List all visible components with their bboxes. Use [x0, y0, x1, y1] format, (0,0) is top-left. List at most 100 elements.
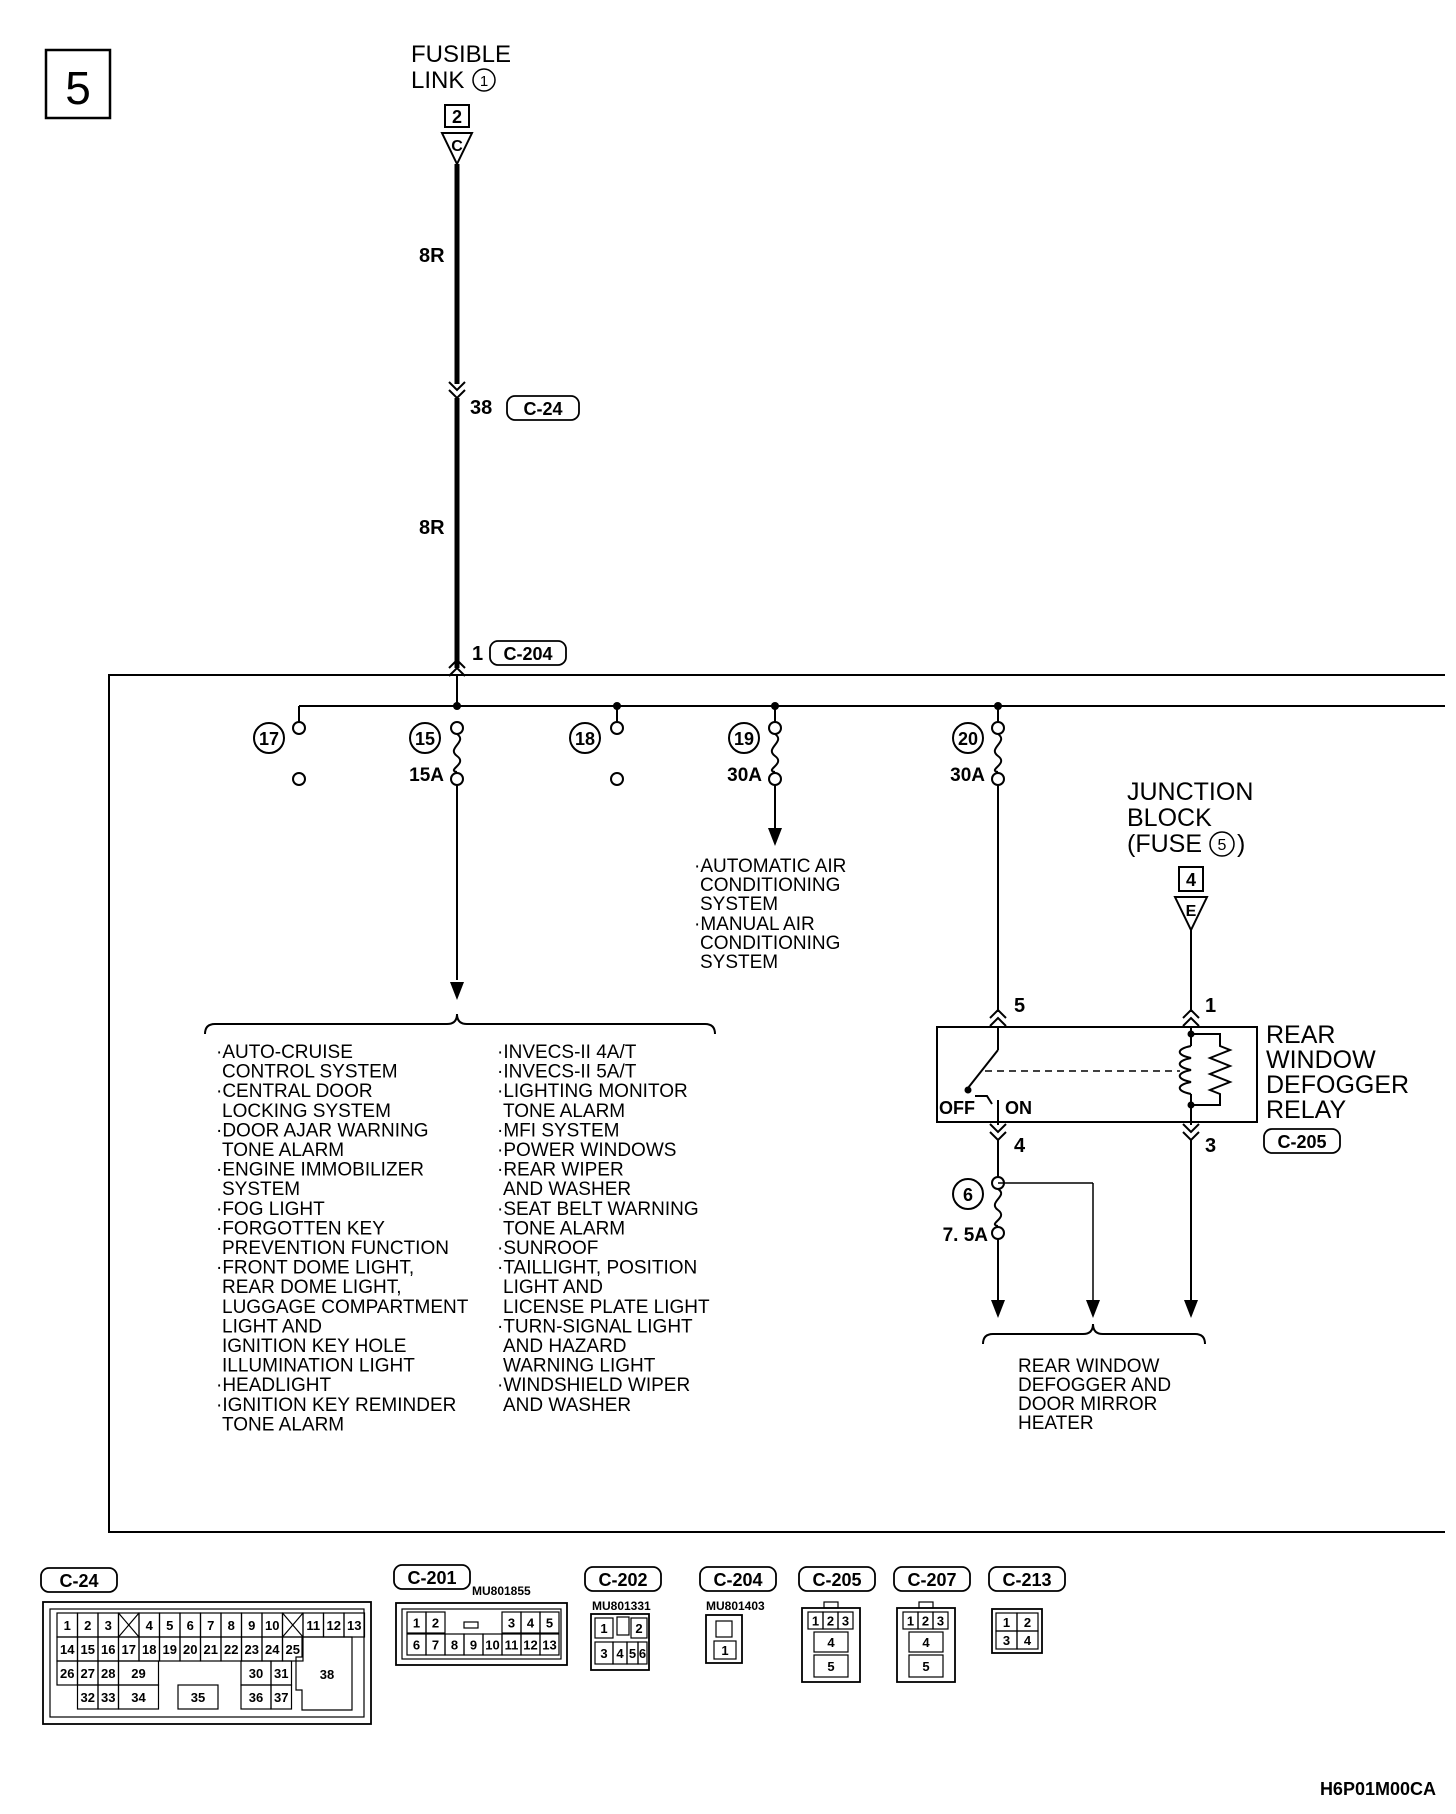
pin-number: 10: [485, 1638, 499, 1653]
ac-system-line: ·AUTOMATIC AIR: [694, 856, 846, 877]
ac-system-line: SYSTEM: [700, 952, 778, 973]
junction-block-title-2: BLOCK: [1127, 804, 1212, 832]
system-item: ·AUTO-CRUISE: [216, 1042, 353, 1063]
system-item: TONE ALARM: [503, 1101, 625, 1122]
ac-system-list: ·AUTOMATIC AIR CONDITIONING SYSTEM ·MANU…: [694, 856, 846, 973]
pin-cell: [539, 1611, 560, 1634]
pin-number: 33: [101, 1690, 115, 1705]
fuse-6-terminal-bottom: [991, 1226, 1005, 1240]
pin-cell: [1016, 1630, 1039, 1650]
pin-number: 18: [142, 1642, 156, 1657]
heater-line: DEFOGGER AND: [1018, 1375, 1171, 1396]
pin-number: 3: [105, 1618, 112, 1633]
pin-number: 7: [432, 1638, 439, 1653]
fuse-19-terminal-top: [768, 721, 782, 735]
fuse-20-element: [993, 733, 1003, 773]
pin-number: 38: [320, 1667, 334, 1682]
pin-number: 28: [101, 1666, 115, 1681]
relay-connector: C-205: [1277, 1132, 1326, 1152]
pin-number: 12: [523, 1638, 537, 1653]
pin-number: 1: [64, 1618, 71, 1633]
heater-arrow-icon: [1184, 1300, 1198, 1318]
system-item: ·FOG LIGHT: [216, 1199, 325, 1220]
heater-arrow-icon: [1086, 1300, 1100, 1318]
pin-number: 34: [131, 1690, 146, 1705]
relay-on-label: ON: [1005, 1098, 1032, 1118]
fuse-17-terminal-bottom: [292, 772, 306, 786]
system-item: TONE ALARM: [503, 1218, 625, 1239]
system-item: ·IGNITION KEY REMINDER: [216, 1395, 456, 1416]
blank-pin-cross-icon: [282, 1612, 304, 1638]
system-item: ·FRONT DOME LIGHT,: [216, 1258, 414, 1279]
system-item: CONTROL SYSTEM: [222, 1062, 398, 1083]
pin-number: 30: [249, 1666, 263, 1681]
pin-number: 23: [245, 1642, 259, 1657]
pin-number: 24: [265, 1642, 280, 1657]
pin-number: 26: [60, 1666, 74, 1681]
pin-number: 3: [508, 1616, 515, 1631]
connector-c204-label-box: [699, 1566, 777, 1592]
connector-c201-part: MU801855: [472, 1584, 531, 1598]
page-number-box: [44, 48, 112, 120]
fuse-18-number-circle: [569, 722, 601, 754]
pin-number: 25: [286, 1642, 300, 1657]
fusible-link-connector-letter: C: [451, 138, 463, 155]
system-item: ·DOOR AJAR WARNING: [216, 1120, 429, 1141]
system-item: ·TAILLIGHT, POSITION: [497, 1258, 697, 1279]
relay-name-3: DEFOGGER: [1266, 1071, 1409, 1099]
system-item: TONE ALARM: [222, 1140, 344, 1161]
fuse-15-rating: 15A: [409, 765, 444, 786]
pin-number: 13: [347, 1618, 361, 1633]
pin-number: 9: [248, 1618, 255, 1633]
relay-name-1: REAR: [1266, 1021, 1335, 1049]
system-item: LOCKING SYSTEM: [222, 1101, 391, 1122]
fuse-19-number-circle: [728, 722, 760, 754]
relay-connector-box: [1263, 1128, 1341, 1154]
fusible-link-terminal: 2: [452, 107, 462, 127]
relay-pin1-chevron-icon: [1182, 1008, 1200, 1027]
system-item: TONE ALARM: [222, 1414, 344, 1435]
pin-number: 5: [922, 1659, 929, 1674]
fuse-20-rating: 30A: [950, 765, 985, 786]
system-item: ·TURN-SIGNAL LIGHT: [497, 1316, 693, 1337]
system-item: IGNITION KEY HOLE: [222, 1336, 406, 1357]
pin-number: 11: [505, 1638, 519, 1653]
relay-pin-5: 5: [1014, 995, 1025, 1017]
pin-number: 6: [639, 1646, 646, 1661]
connector-c201-label-box: [393, 1564, 471, 1590]
pin-number: 21: [204, 1642, 218, 1657]
relay-pin4-chevron-icon: [989, 1123, 1007, 1142]
fuse-15-number-circle: [409, 722, 441, 754]
fuse-19-arrow-icon: [768, 828, 782, 846]
pin-number: 17: [122, 1642, 136, 1657]
system-item: ·MFI SYSTEM: [497, 1120, 619, 1141]
heater-line: HEATER: [1018, 1413, 1094, 1434]
systems-list-col2: ·INVECS-II 4A/T·INVECS-II 5A/T·LIGHTING …: [497, 1042, 710, 1416]
pin-cell: [630, 1617, 648, 1639]
system-item: LICENSE PLATE LIGHT: [503, 1297, 710, 1318]
pin-number: 4: [146, 1618, 154, 1633]
system-item: ·POWER WINDOWS: [497, 1140, 676, 1161]
relay-coil-icon: [1178, 1045, 1192, 1095]
pin-number: 1: [1003, 1615, 1010, 1630]
relay-box: [936, 1026, 1258, 1123]
fuse-15-terminal-top: [450, 721, 464, 735]
c204-chevron-icon: [448, 658, 466, 677]
ac-system-line: CONDITIONING: [700, 875, 840, 896]
pin-number: 22: [224, 1642, 238, 1657]
relay-pin-4: 4: [1014, 1135, 1026, 1157]
junction-block-title-1: JUNCTION: [1127, 778, 1253, 806]
pin-cell: [932, 1611, 949, 1630]
relay-switch-blade: [967, 1049, 999, 1089]
fuse-20-number: 20: [958, 729, 978, 749]
system-item: ·SUNROOF: [497, 1238, 598, 1259]
system-item: ·ENGINE IMMOBILIZER: [216, 1160, 424, 1181]
connector-c213-label: C-213: [1002, 1570, 1051, 1590]
connector-c204-diagram: 1: [705, 1614, 743, 1664]
pin-number: 1: [907, 1614, 914, 1629]
ac-system-line: SYSTEM: [700, 894, 778, 915]
pin-number: 4: [1024, 1633, 1032, 1648]
pin-number: 12: [327, 1618, 341, 1633]
system-item: PREVENTION FUNCTION: [222, 1238, 449, 1259]
